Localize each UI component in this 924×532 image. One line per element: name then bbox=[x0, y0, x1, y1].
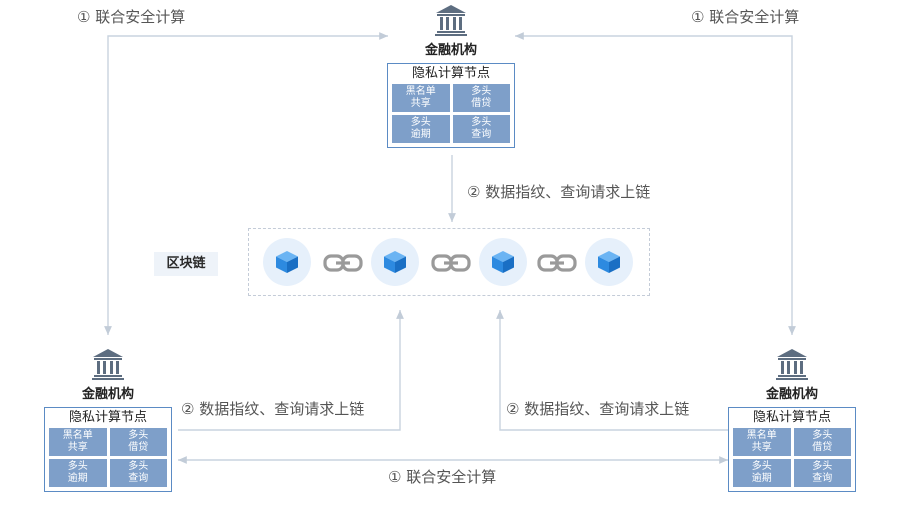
privacy-node: 隐私计算节点 黑名单共享 多头借贷 多头逾期 多头查询 bbox=[44, 407, 172, 492]
block-3 bbox=[479, 238, 527, 286]
institution-top: 金融机构 隐私计算节点 黑名单共享 多头借贷 多头逾期 多头查询 bbox=[387, 2, 515, 148]
privacy-node-grid: 黑名单共享 多头借贷 多头逾期 多头查询 bbox=[733, 428, 851, 487]
connector-right-to-chain bbox=[496, 310, 728, 431]
label-upload-chain-left: ② 数据指纹、查询请求上链 bbox=[178, 399, 368, 419]
connector-left-to-chain bbox=[178, 310, 404, 431]
cube-icon bbox=[276, 251, 298, 273]
label-joint-compute-bottom: ① 联合安全计算 bbox=[385, 467, 500, 487]
link-2 bbox=[431, 253, 471, 277]
block-4 bbox=[585, 238, 633, 286]
cell-multi-overdue: 多头逾期 bbox=[733, 459, 791, 487]
privacy-node-grid: 黑名单共享 多头借贷 多头逾期 多头查询 bbox=[392, 84, 510, 143]
bank-building-icon bbox=[435, 5, 467, 36]
cell-blacklist-share: 黑名单共享 bbox=[49, 428, 107, 456]
institution-name: 金融机构 bbox=[81, 387, 134, 402]
cell-multi-overdue: 多头逾期 bbox=[49, 459, 107, 487]
cell-blacklist-share: 黑名单共享 bbox=[733, 428, 791, 456]
block-1 bbox=[263, 238, 311, 286]
connector-top-left bbox=[104, 32, 388, 335]
cell-multi-query: 多头查询 bbox=[793, 459, 851, 487]
cube-icon bbox=[598, 251, 620, 273]
label-joint-compute-top-right: ① 联合安全计算 bbox=[688, 7, 803, 27]
privacy-node-title: 隐私计算节点 bbox=[68, 410, 147, 425]
blockchain-label: 区块链 bbox=[154, 252, 218, 276]
cell-multi-loan: 多头借贷 bbox=[793, 428, 851, 456]
link-3 bbox=[537, 253, 577, 277]
privacy-node-grid: 黑名单共享 多头借贷 多头逾期 多头查询 bbox=[49, 428, 167, 487]
link-1 bbox=[323, 253, 363, 277]
cell-multi-query: 多头查询 bbox=[452, 115, 510, 143]
label-upload-chain-right: ② 数据指纹、查询请求上链 bbox=[503, 399, 693, 419]
chain-link-icon bbox=[431, 254, 471, 272]
cell-multi-loan: 多头借贷 bbox=[452, 84, 510, 112]
institution-name: 金融机构 bbox=[424, 43, 477, 58]
chain-link-icon bbox=[537, 254, 577, 272]
cube-icon bbox=[384, 251, 406, 273]
blockchain-container bbox=[248, 228, 650, 296]
label-joint-compute-top-left: ① 联合安全计算 bbox=[74, 7, 189, 27]
cell-multi-loan: 多头借贷 bbox=[109, 428, 167, 456]
privacy-node: 隐私计算节点 黑名单共享 多头借贷 多头逾期 多头查询 bbox=[387, 63, 515, 148]
privacy-node-title: 隐私计算节点 bbox=[411, 66, 490, 81]
bank-building-icon bbox=[92, 349, 124, 380]
label-upload-chain-top: ② 数据指纹、查询请求上链 bbox=[464, 182, 654, 202]
institution-right: 金融机构 隐私计算节点 黑名单共享 多头借贷 多头逾期 多头查询 bbox=[728, 346, 856, 492]
privacy-node-title: 隐私计算节点 bbox=[752, 410, 831, 425]
institution-name: 金融机构 bbox=[765, 387, 818, 402]
cell-multi-query: 多头查询 bbox=[109, 459, 167, 487]
privacy-node: 隐私计算节点 黑名单共享 多头借贷 多头逾期 多头查询 bbox=[728, 407, 856, 492]
chain-link-icon bbox=[323, 254, 363, 272]
institution-left: 金融机构 隐私计算节点 黑名单共享 多头借贷 多头逾期 多头查询 bbox=[44, 346, 172, 492]
cube-icon bbox=[492, 251, 514, 273]
bank-building-icon bbox=[776, 349, 808, 380]
cell-multi-overdue: 多头逾期 bbox=[392, 115, 450, 143]
block-2 bbox=[371, 238, 419, 286]
cell-blacklist-share: 黑名单共享 bbox=[392, 84, 450, 112]
connector-top-right bbox=[515, 32, 796, 335]
